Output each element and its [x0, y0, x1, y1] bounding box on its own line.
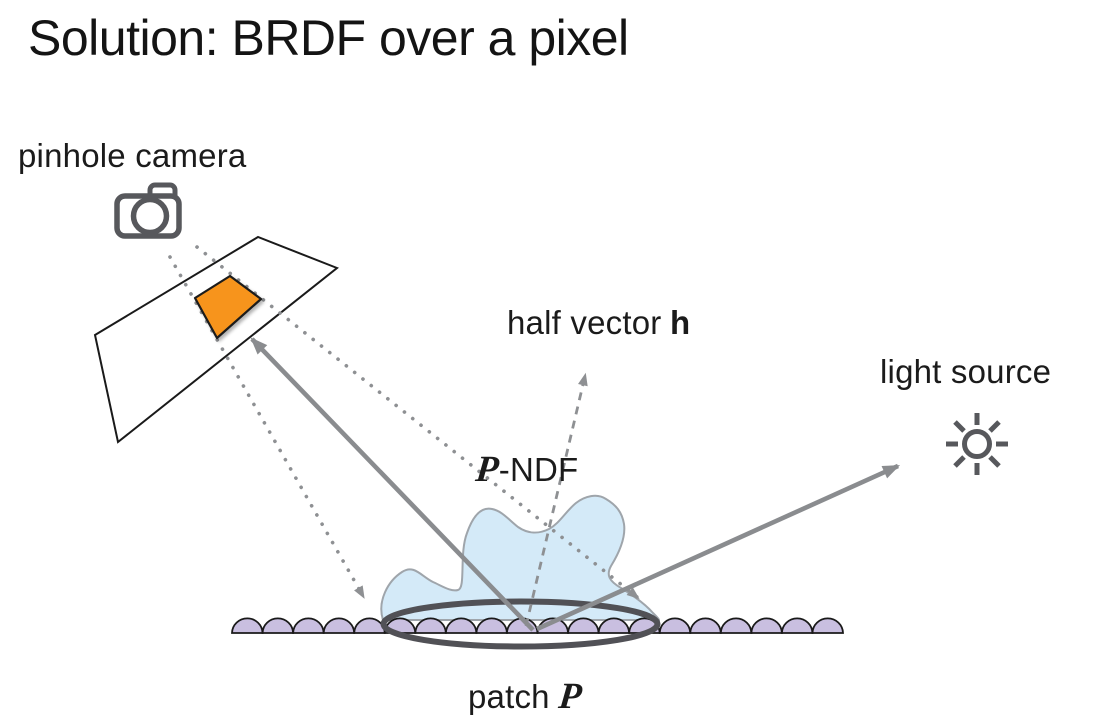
slide-title: Solution: BRDF over a pixel — [28, 10, 629, 66]
sun-ray — [988, 455, 1001, 468]
surface-bump — [231, 617, 264, 634]
sun-ray — [953, 455, 966, 468]
pixel-footprint — [193, 274, 263, 340]
view-ray-arrow — [250, 337, 535, 632]
surface-bump — [353, 617, 386, 634]
patch-script-p-symbol: P — [557, 675, 585, 716]
footprint-ray-right — [195, 245, 640, 600]
camera-icon — [114, 182, 182, 239]
sun-icon — [946, 413, 1008, 475]
surface-bump — [658, 617, 692, 634]
surface-bump — [292, 617, 325, 634]
patch-ellipse — [380, 598, 661, 650]
half-vector-symbol: h — [670, 304, 691, 341]
ndf-lobe-shape — [380, 494, 661, 621]
sun-core — [962, 429, 992, 459]
surface-bump — [811, 617, 844, 634]
surface-bump — [322, 617, 356, 634]
half-vector-text: half vector — [507, 304, 662, 341]
microfacet-surface — [231, 617, 844, 634]
sun-ray — [953, 420, 966, 433]
surface-bump — [780, 617, 814, 634]
surface-bump — [750, 617, 783, 634]
ndf-script-p-symbol: P — [473, 448, 502, 489]
surface-bump — [261, 617, 295, 634]
surface-bump — [719, 617, 753, 634]
surface-bump — [689, 617, 722, 634]
footprint-ray-left — [168, 255, 365, 599]
patch-text: patch — [468, 678, 550, 715]
sun-ray — [988, 420, 1001, 433]
light-ray-arrow — [536, 463, 901, 632]
ndf-text: -NDF — [498, 451, 579, 488]
pinhole-camera-label: pinhole camera — [18, 137, 247, 174]
light-source-label: light source — [880, 353, 1052, 390]
camera-lens — [130, 196, 170, 236]
ndf-label: P-NDF — [473, 448, 579, 489]
